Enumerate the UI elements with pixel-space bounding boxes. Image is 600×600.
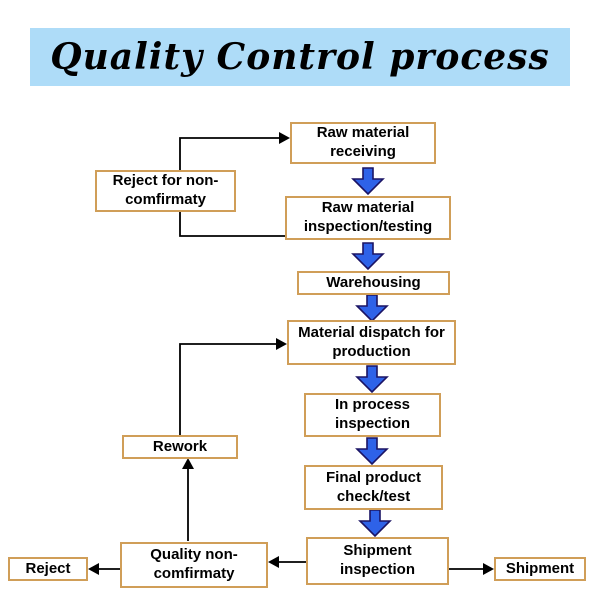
connector-rework-to-dispatch-line	[179, 343, 276, 435]
flow-arrow-down-icon	[351, 167, 385, 196]
node-label: Raw material inspection/testing	[303, 199, 433, 235]
page-title: Quality Control process	[50, 36, 550, 78]
node-shipment: Shipment	[494, 557, 586, 581]
arrowhead-up-icon	[182, 458, 194, 469]
node-label: Warehousing	[326, 273, 421, 291]
node-raw-material-receiving: Raw material receiving	[290, 122, 436, 164]
arrowhead-right-icon	[483, 563, 494, 575]
node-shipment-inspection: Shipment inspection	[306, 537, 449, 585]
node-rework: Rework	[122, 435, 238, 459]
node-warehousing: Warehousing	[297, 271, 450, 295]
node-label: Shipment	[505, 559, 575, 577]
node-material-dispatch-for-production: Material dispatch for production	[287, 320, 456, 365]
node-in-process-inspection: In process inspection	[304, 393, 441, 437]
node-label: Shipment inspection	[339, 542, 415, 578]
node-label: Quality non-comfirmaty	[150, 546, 238, 582]
flow-arrow-down-icon	[355, 437, 389, 466]
flow-arrow-down-icon	[355, 294, 389, 323]
node-reject: Reject	[8, 557, 88, 581]
arrowhead-right-icon	[279, 132, 290, 144]
node-label: Material dispatch for production	[298, 323, 445, 360]
node-label: Reject	[25, 559, 71, 577]
arrowhead-left-icon	[88, 563, 99, 575]
flow-arrow-down-icon	[358, 509, 392, 538]
node-reject-for-non-comfirmaty: Reject for non-comfirmaty	[95, 170, 236, 212]
node-label: Reject for non-comfirmaty	[112, 172, 219, 208]
node-quality-non-comfirmaty: Quality non-comfirmaty	[120, 542, 268, 588]
flow-arrow-down-icon	[355, 365, 389, 394]
node-raw-material-inspection-testing: Raw material inspection/testing	[285, 196, 451, 240]
flow-arrows-group	[351, 167, 392, 538]
node-final-product-check-test: Final product check/test	[304, 465, 443, 510]
node-label: In process inspection	[334, 396, 411, 432]
node-label: Rework	[152, 437, 208, 455]
arrowhead-right-icon	[276, 338, 287, 350]
flow-arrow-down-icon	[351, 242, 385, 271]
arrowhead-left-icon	[268, 556, 279, 568]
node-label: Raw material receiving	[316, 124, 410, 160]
node-label: Final product check/test	[326, 468, 421, 505]
title-banner: Quality Control process	[30, 28, 570, 86]
